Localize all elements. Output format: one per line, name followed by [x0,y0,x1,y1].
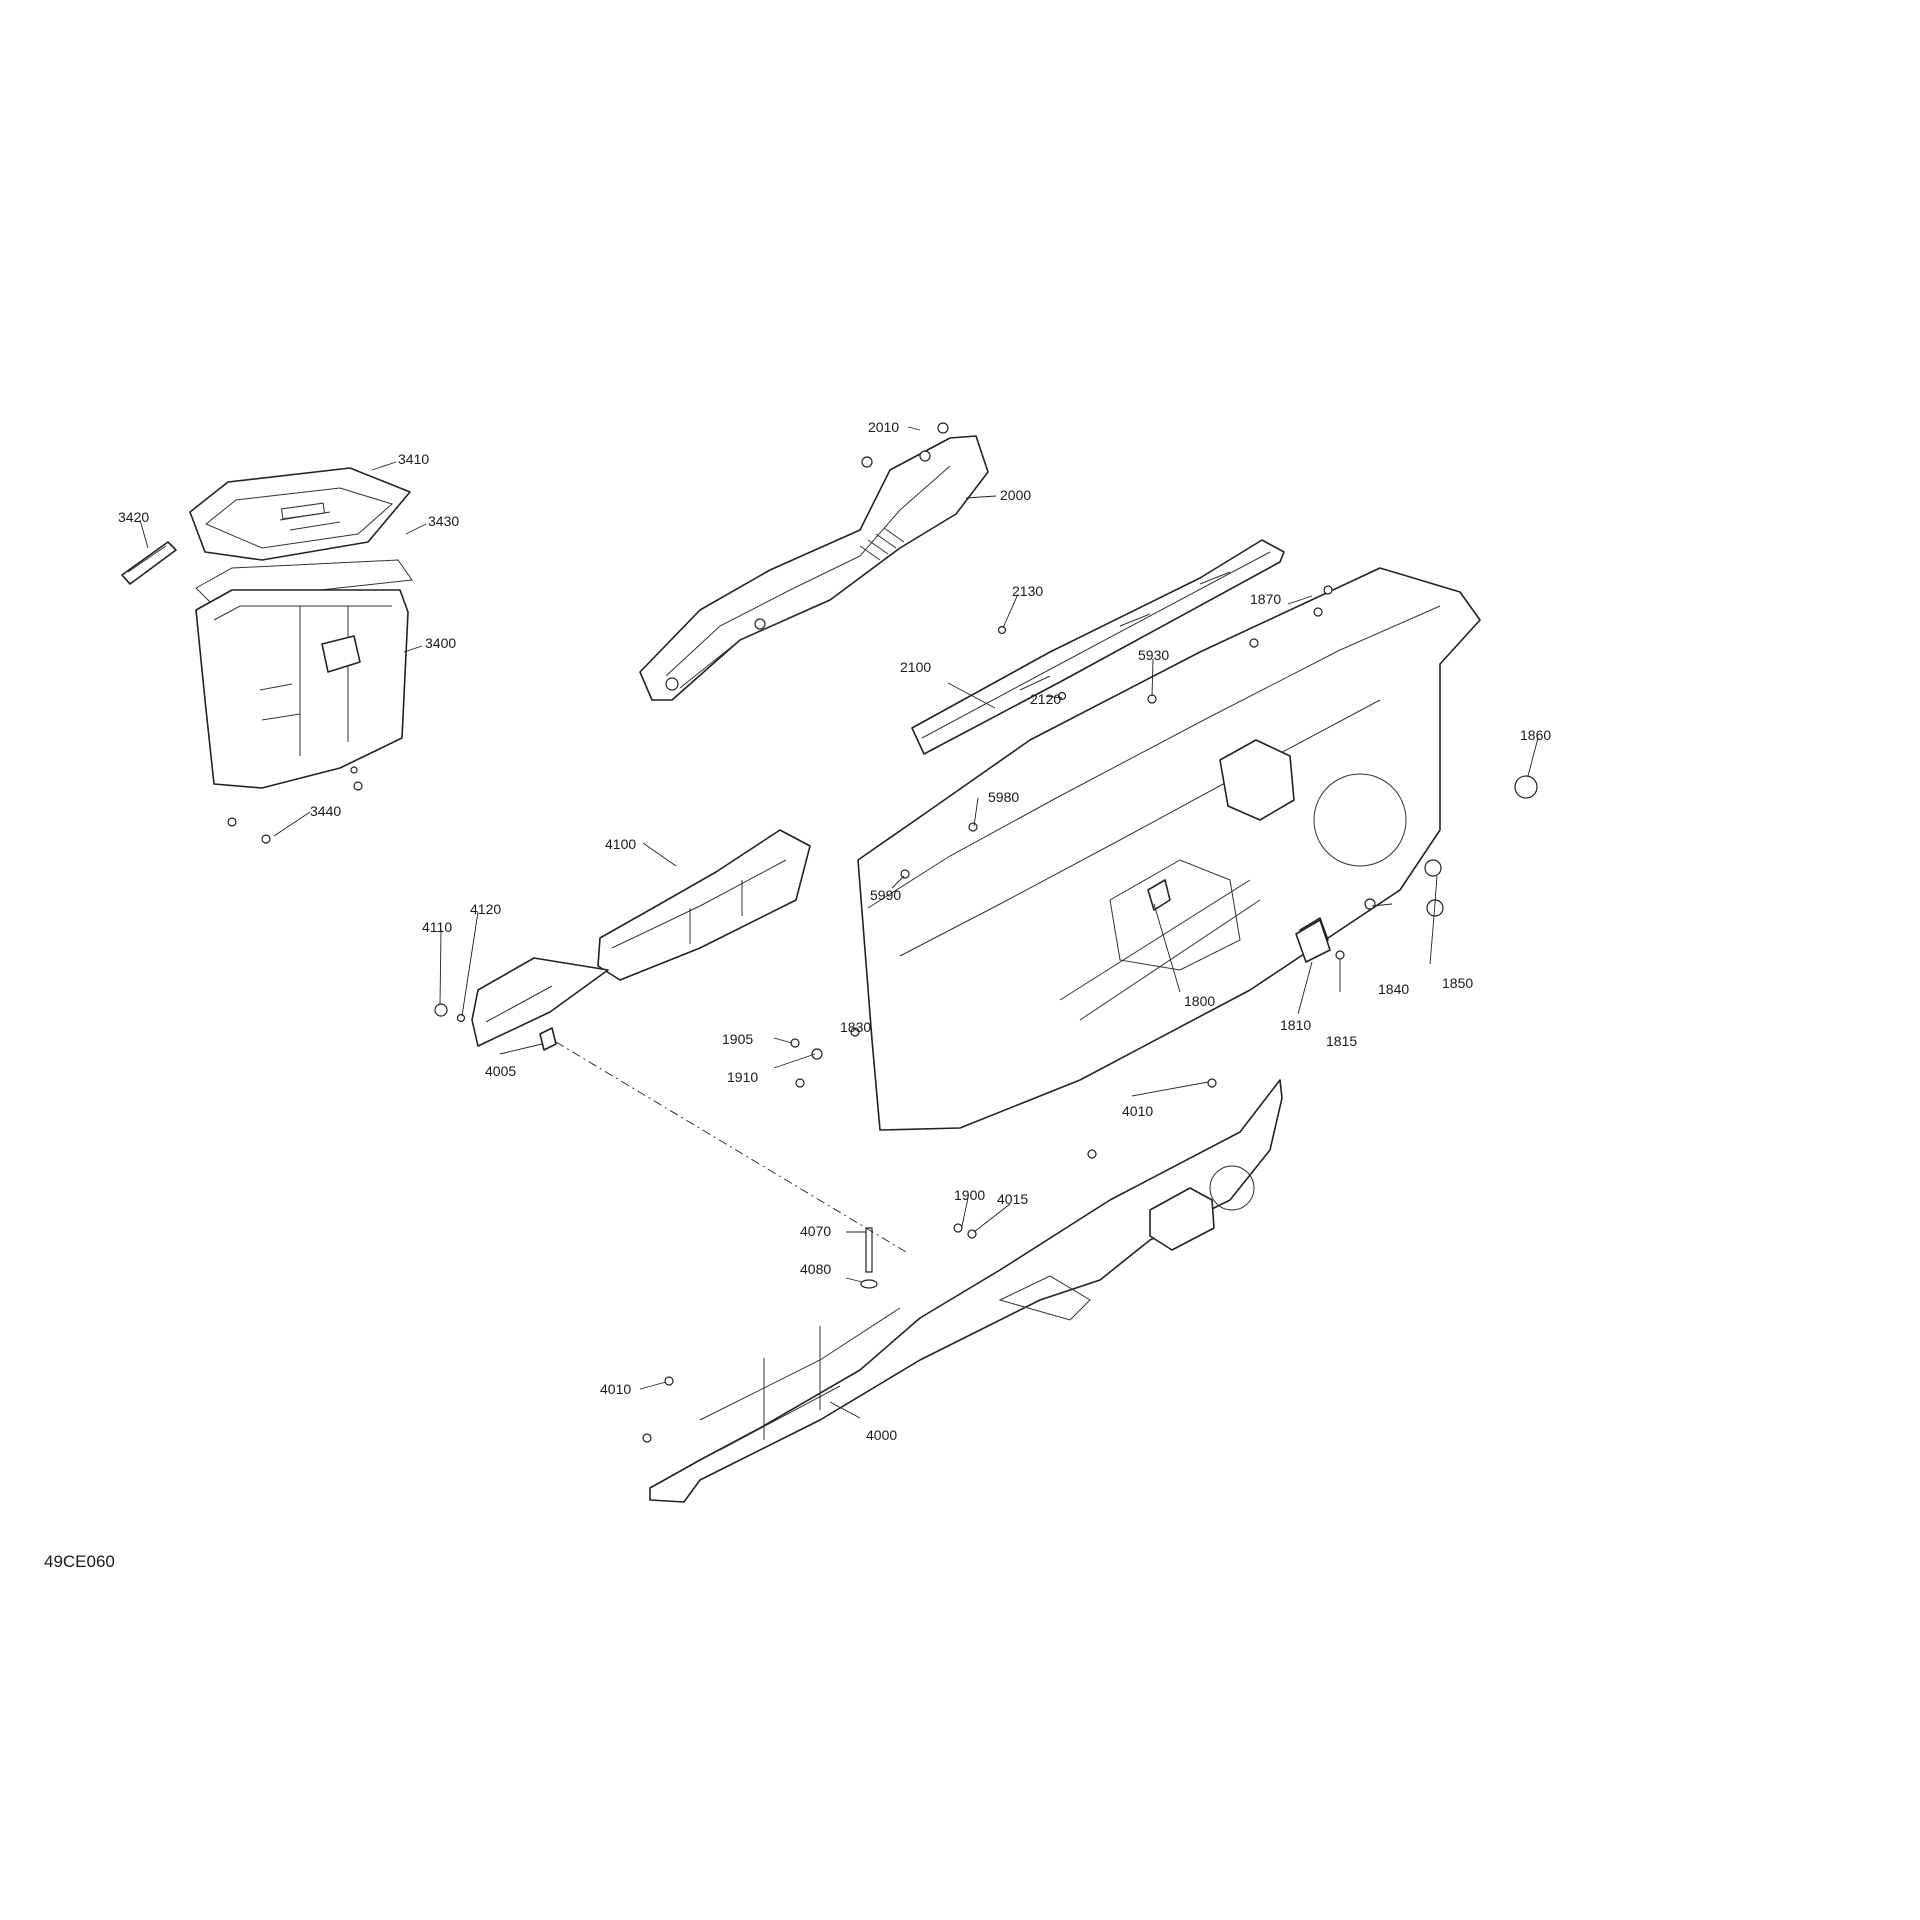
callout-3410: 3410 [398,451,430,467]
callout-4000: 4000 [866,1427,898,1443]
callout-1910: 1910 [727,1069,759,1085]
callout-2120: 2120 [1030,691,1062,707]
lower-base-4000 [649,1079,1283,1503]
callout-1850: 1850 [1442,975,1474,991]
storage-box-handle-3420 [121,541,177,585]
callout-2130: 2130 [1012,583,1044,599]
callout-4015: 4015 [997,1191,1029,1207]
frame-grommets-1850 [1424,859,1444,917]
leader-lines [139,426,1539,1419]
callout-3440: 3440 [310,803,342,819]
storage-box-lid-3410 [189,467,411,561]
callout-1905: 1905 [722,1031,754,1047]
callout-2000: 2000 [1000,487,1032,503]
callout-5990: 5990 [870,887,902,903]
assembly-line [555,1041,907,1253]
callout-4070: 4070 [800,1223,832,1239]
callout-4120: 4120 [470,901,502,917]
callout-3430: 3430 [428,513,460,529]
tray-bracket-4100 [471,829,811,1047]
bracket-hardware-4005-4110-4120 [434,1003,557,1051]
callout-5980: 5980 [988,789,1020,805]
frame-screws-misc [790,694,1376,1088]
storage-box-screws-3440 [227,766,363,844]
storage-box-bin-3400 [195,589,409,789]
storage-box-seal-3430 [195,559,413,603]
diagram-reference-id: 49CE060 [44,1552,115,1571]
callout-1830: 1830 [840,1019,872,1035]
frame-clips-1870 [1249,585,1333,648]
rail-panel-2000 [639,435,989,701]
callout-2100: 2100 [900,659,932,675]
callout-2010: 2010 [868,419,900,435]
frame-bracket-1810 [1295,919,1331,963]
callout-4080: 4080 [800,1261,832,1277]
callout-1900: 1900 [954,1187,986,1203]
callout-1810: 1810 [1280,1017,1312,1033]
side-trim-2100 [911,539,1285,755]
callout-1860: 1860 [1520,727,1552,743]
callout-5930: 5930 [1138,647,1170,663]
callout-4010-lower: 4010 [600,1381,632,1397]
callout-1800: 1800 [1184,993,1216,1009]
callout-4005: 4005 [485,1063,517,1079]
callout-1815: 1815 [1326,1033,1358,1049]
callout-4010-upper: 4010 [1122,1103,1154,1119]
callout-4100: 4100 [605,836,637,852]
rail-screw-2010 [861,422,949,468]
callout-3420: 3420 [118,509,150,525]
callout-3400: 3400 [425,635,457,651]
callout-4110: 4110 [422,919,453,935]
frame-cap-1860 [1514,775,1538,799]
callout-1870: 1870 [1250,591,1282,607]
lower-base-hardware [642,1078,1217,1443]
callout-1840: 1840 [1378,981,1410,997]
